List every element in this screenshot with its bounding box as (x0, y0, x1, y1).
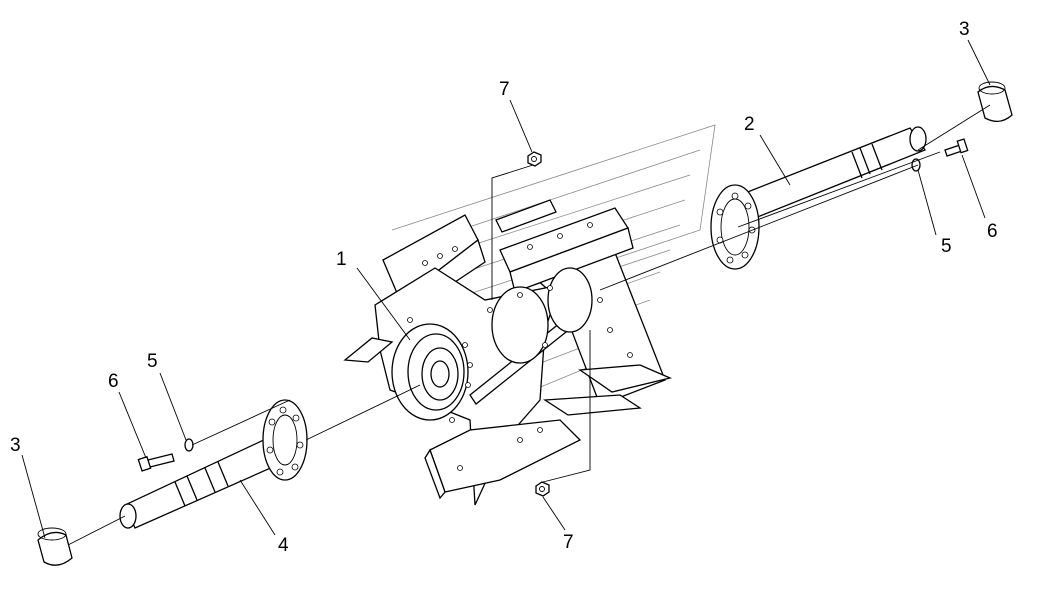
callout-right-axle: 2 (744, 114, 755, 135)
callout-washer-right: 5 (941, 236, 952, 257)
callout-cap-left: 3 (10, 435, 21, 456)
frame-assembly (343, 199, 673, 506)
frame-holes (407, 222, 633, 471)
leader-lines (21, 39, 991, 539)
callout-cap-right: 3 (959, 19, 970, 40)
cap-right (977, 81, 1013, 122)
callout-bolt-right: 6 (987, 221, 998, 242)
right-axle (710, 126, 927, 270)
callout-nut-top: 7 (499, 79, 510, 100)
bolt-right (944, 138, 969, 157)
bolt-left (137, 453, 175, 472)
callout-nut-bottom: 7 (563, 532, 574, 553)
center-lines (67, 104, 991, 546)
callout-left-axle: 4 (278, 535, 289, 556)
washer-left (184, 438, 194, 452)
callout-frame: 1 (336, 249, 347, 270)
nut-top (527, 151, 542, 167)
callout-washer-left: 5 (147, 351, 158, 372)
left-axle (119, 399, 308, 529)
cap-left (37, 527, 73, 566)
nut-bottom (535, 481, 550, 497)
callout-bolt-left: 6 (108, 371, 119, 392)
